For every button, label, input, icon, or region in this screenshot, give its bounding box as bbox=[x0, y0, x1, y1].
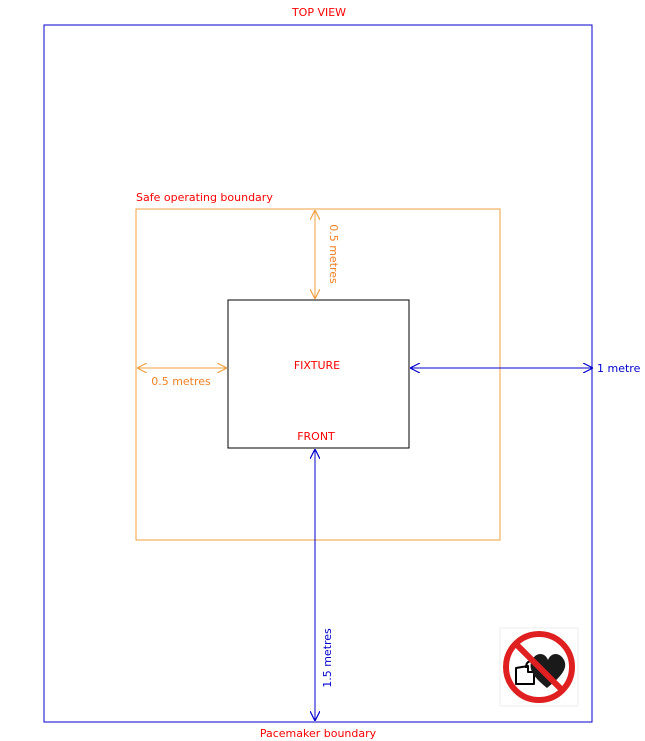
front-label: FRONT bbox=[297, 430, 335, 443]
bottom-distance-label: 1.5 metres bbox=[321, 628, 334, 688]
top-distance-label: 0.5 metres bbox=[327, 224, 340, 284]
pacemaker-boundary-rect bbox=[43, 24, 593, 723]
safe-operating-boundary-label: Safe operating boundary bbox=[136, 191, 273, 204]
right-distance-label: 1 metre bbox=[597, 362, 641, 375]
fixture-rect bbox=[227, 299, 410, 449]
fixture-label: FIXTURE bbox=[294, 359, 340, 372]
left-distance-label: 0.5 metres bbox=[151, 375, 211, 388]
no-pacemaker-warning-icon bbox=[499, 627, 579, 707]
pacemaker-boundary-label: Pacemaker boundary bbox=[260, 727, 377, 740]
top-view-title: TOP VIEW bbox=[291, 6, 346, 19]
